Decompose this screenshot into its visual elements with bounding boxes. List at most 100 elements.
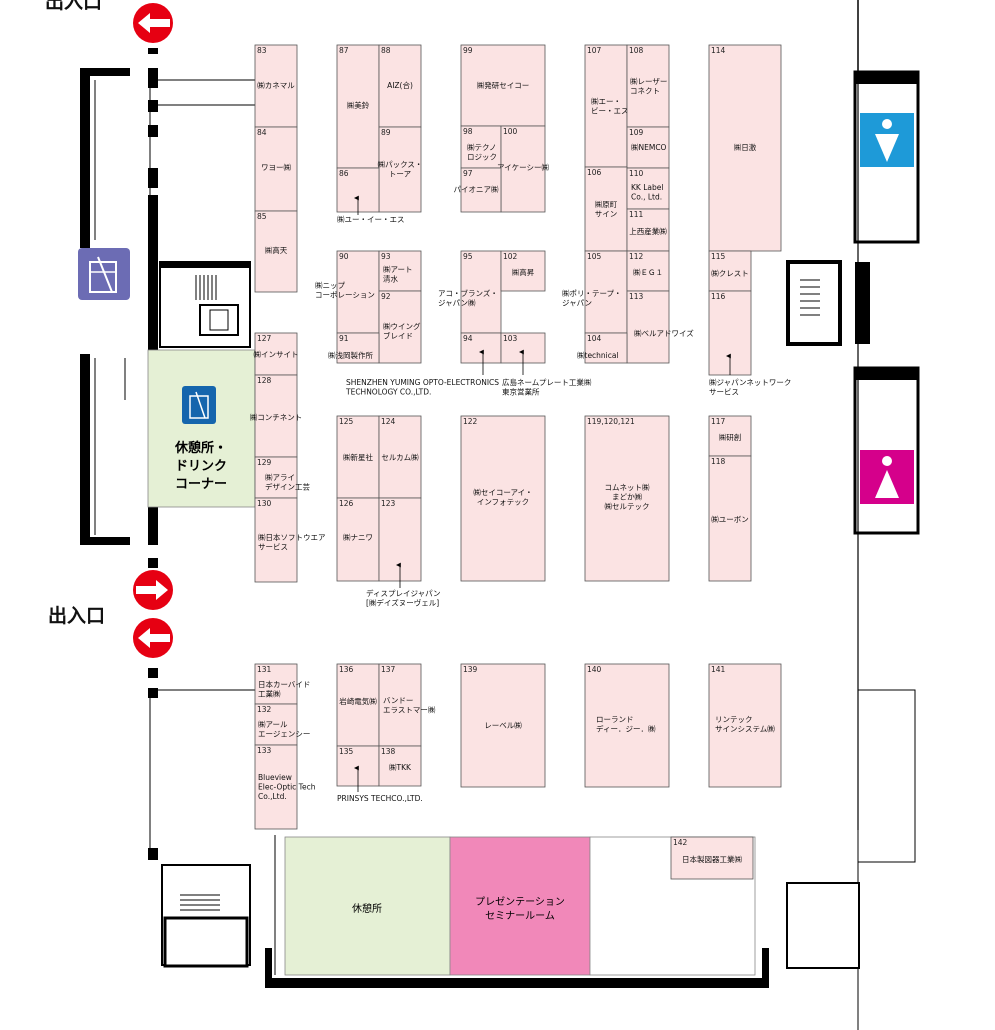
booth-92[interactable]: 92㈱ウイングブレイド — [378, 290, 422, 364]
booth-number: 123 — [381, 499, 396, 508]
callout-text: アコ・ブランズ・ジャパン㈱ — [438, 288, 498, 308]
exit-middle[interactable]: 出入口 — [48, 570, 173, 658]
booth-129[interactable]: 129 ㈱アライデザイン工芸 — [254, 456, 310, 499]
booth-box — [378, 663, 422, 747]
booth-114[interactable]: 114㈱日激 — [708, 44, 782, 252]
booth-113[interactable]: 113㈱ベルアドワイズ — [626, 290, 694, 364]
booth-number: 125 — [339, 417, 354, 426]
booth-number: 99 — [463, 46, 473, 55]
booth-126[interactable]: 126㈱ナニワ — [336, 497, 380, 582]
booth-number: 89 — [381, 128, 391, 137]
booth-138[interactable]: 138 ㈱TKK — [378, 745, 422, 787]
booth-136[interactable]: 136 岩崎電気㈱ — [336, 663, 380, 747]
booth-122[interactable]: 122㈱セイコーアイ・インフォテック — [460, 415, 546, 582]
booth-130[interactable]: 130 ㈱日本ソフトウエアサービス — [254, 497, 326, 583]
booth-name: ㈱日本ソフトウエアサービス — [258, 532, 326, 552]
booth-85[interactable]: 85㈱高天 — [254, 210, 298, 293]
booth-box — [254, 210, 298, 293]
booth-number: 138 — [381, 747, 396, 756]
arrow-right-icon — [136, 580, 168, 600]
booth-box — [336, 497, 380, 582]
booth-name: ㈱アールエージェンシー — [258, 719, 310, 739]
booth-number: 98 — [463, 127, 473, 136]
exit-label-top: 出入口 — [45, 0, 102, 13]
booth-number: 112 — [629, 252, 644, 261]
booth-94[interactable]: 94 — [460, 332, 502, 364]
booth-box — [254, 332, 298, 376]
booth-name: ㈱原町サイン — [595, 199, 618, 219]
booth-name: ㈱コンチネント — [250, 412, 303, 422]
booth-box — [500, 250, 546, 292]
building-walls — [80, 0, 920, 1030]
booth-90[interactable]: 90 — [336, 250, 380, 334]
booth-name: AIZ(合) — [387, 80, 413, 90]
booth-91[interactable]: 91 — [336, 332, 380, 364]
booth-99[interactable]: 99 ㈱発研セイコー — [460, 44, 546, 127]
booth-83[interactable]: 83㈱カネマル — [254, 44, 298, 128]
booth-name: 岩崎電気㈱ — [339, 696, 377, 706]
booth-125[interactable]: 125㈱新星社 — [336, 415, 380, 499]
booth-127[interactable]: 127㈱インサイト — [254, 332, 299, 376]
booth-name: ㈱日激 — [734, 142, 757, 152]
booth-89[interactable]: 89㈱パックス・トーア — [378, 126, 423, 213]
booth-98[interactable]: 98㈱テクノロジック — [460, 125, 502, 169]
booth-name: ㈱セイコーアイ・インフォテック — [473, 487, 532, 507]
booth-87[interactable]: 87㈱美鈴 — [336, 44, 380, 169]
booth-name: ㈱TKK — [389, 762, 412, 772]
callout-text: ㈱ニップコーポレーション — [315, 280, 375, 300]
booth-106[interactable]: 106㈱原町サイン — [584, 166, 628, 252]
booth-112[interactable]: 112㈱ＥＧ１ — [626, 250, 670, 292]
booth-name: ㈱美鈴 — [347, 100, 370, 110]
callout-c135: PRINSYS TECHCO.,LTD. — [337, 765, 423, 803]
booth-box — [460, 250, 502, 334]
booth-number: 136 — [339, 665, 354, 674]
booth-118[interactable]: 118㈱ユーボン — [708, 455, 752, 582]
booth-number: 116 — [711, 292, 726, 301]
booth-box — [584, 415, 670, 582]
booth-128[interactable]: 128㈱コンチネント — [250, 374, 303, 458]
booth-95[interactable]: 95 — [460, 250, 502, 334]
booth-number: 126 — [339, 499, 354, 508]
booth-93[interactable]: 93㈱アート清水 — [378, 250, 422, 292]
booth-name: ㈱カネマル — [257, 80, 295, 90]
booth-number: 133 — [257, 746, 272, 755]
booth-name: ㈱研創 — [719, 432, 742, 442]
booth-number: 129 — [257, 458, 272, 467]
booth-name: ㈱発研セイコー — [477, 80, 530, 90]
arrow-left-icon — [138, 13, 170, 33]
booth-102[interactable]: 102㈱高昇 — [500, 250, 546, 292]
booth-115[interactable]: 115㈱クレスト — [708, 250, 752, 292]
booth-box — [378, 745, 422, 787]
booth-box — [670, 836, 754, 880]
booth-107[interactable]: 107㈱エー・ビー・エス — [584, 44, 629, 168]
booth-104[interactable]: 104 — [584, 332, 628, 364]
booth-117[interactable]: 117㈱研創 — [708, 415, 752, 457]
booth-name: ㈱アライデザイン工芸 — [265, 472, 310, 492]
booth-name: ㈱アート清水 — [383, 264, 413, 284]
booth-name: ㈱クレスト — [711, 268, 749, 278]
booth-number: 130 — [257, 499, 272, 508]
booth-109[interactable]: 109㈱NEMCO — [626, 126, 670, 169]
booth-108[interactable]: 108㈱レーザーコネクト — [626, 44, 670, 128]
exit-top[interactable]: 出入口 — [45, 0, 173, 43]
booth-box — [254, 374, 298, 458]
callout-c103: 広島ネームプレート工業㈱東京営業所 — [502, 349, 592, 397]
booth-132[interactable]: 132㈱アールエージェンシー — [254, 703, 310, 746]
